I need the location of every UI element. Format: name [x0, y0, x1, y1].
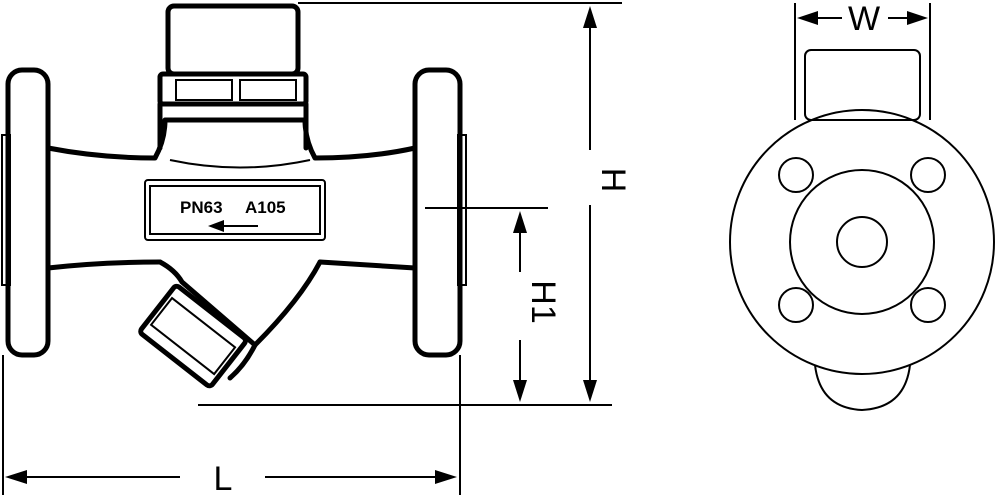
nameplate-material: A105 [245, 198, 286, 217]
side-view [729, 49, 995, 412]
bolt-hole-icon [910, 157, 946, 193]
bolt-hole-icon [910, 287, 946, 323]
nameplate: PN63 A105 [144, 179, 326, 241]
dimension-h1: H1 [513, 211, 562, 402]
dimension-label-h1: H1 [524, 280, 562, 323]
side-flange-disc [729, 109, 995, 375]
dimension-label-w: W [848, 0, 880, 38]
side-raised-face [789, 169, 935, 315]
bolt-hole-icon [778, 157, 814, 193]
right-flange [412, 67, 467, 358]
flow-direction-arrow-icon [208, 220, 258, 232]
dimension-w: W [794, 0, 931, 120]
dimension-l: L [5, 460, 457, 498]
side-strainer-plug [814, 364, 911, 412]
side-bore [836, 216, 888, 268]
dimension-label-h: H [594, 168, 632, 193]
side-cap [804, 49, 921, 121]
strainer-leg [138, 259, 323, 389]
dimension-label-l: L [214, 460, 233, 498]
valve-body [45, 117, 418, 271]
bolt-hole-icon [778, 287, 814, 323]
bonnet-cap [157, 3, 309, 151]
front-view: PN63 A105 [1, 3, 467, 389]
left-flange [1, 67, 51, 358]
dimension-lines: H H1 L W [2, 0, 931, 498]
dimension-h: H [583, 6, 632, 402]
nameplate-pressure-rating: PN63 [180, 198, 223, 217]
